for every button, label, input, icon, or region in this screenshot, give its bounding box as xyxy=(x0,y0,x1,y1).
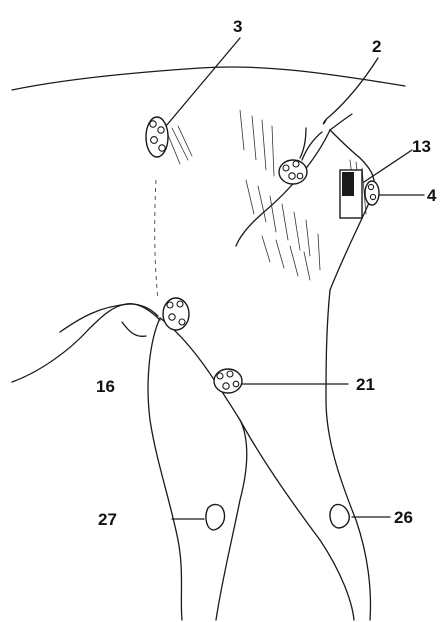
spot-16 xyxy=(163,298,189,330)
label-3: 3 xyxy=(233,17,242,36)
spot-4 xyxy=(365,181,379,205)
label-26: 26 xyxy=(394,508,413,527)
marker-13 xyxy=(340,170,362,218)
leader-3 xyxy=(166,38,240,126)
spot-3 xyxy=(146,117,168,157)
back-outline xyxy=(12,67,405,90)
label-13: 13 xyxy=(412,137,431,156)
abdomen-inner-outline xyxy=(60,304,158,332)
label-4: 4 xyxy=(427,186,437,205)
front-leg-back-outline xyxy=(160,318,247,620)
label-2: 2 xyxy=(372,37,381,56)
shoulder-front-outline xyxy=(236,130,330,246)
front-leg-outline xyxy=(148,318,182,620)
dashed-midline xyxy=(155,180,158,300)
label-21: 21 xyxy=(356,375,375,394)
label-27: 27 xyxy=(98,510,117,529)
neck-outline xyxy=(330,114,352,130)
marker-27 xyxy=(206,505,225,530)
spot-2 xyxy=(279,160,307,184)
spot-21 xyxy=(214,369,242,393)
label-16: 16 xyxy=(96,377,115,396)
neck-inner-outline xyxy=(302,132,322,160)
hind-leg-back-outline xyxy=(326,290,370,620)
marker-26 xyxy=(330,505,349,528)
fold-outline xyxy=(122,322,146,336)
leader-13 xyxy=(364,150,412,182)
leader-2 xyxy=(323,58,378,124)
